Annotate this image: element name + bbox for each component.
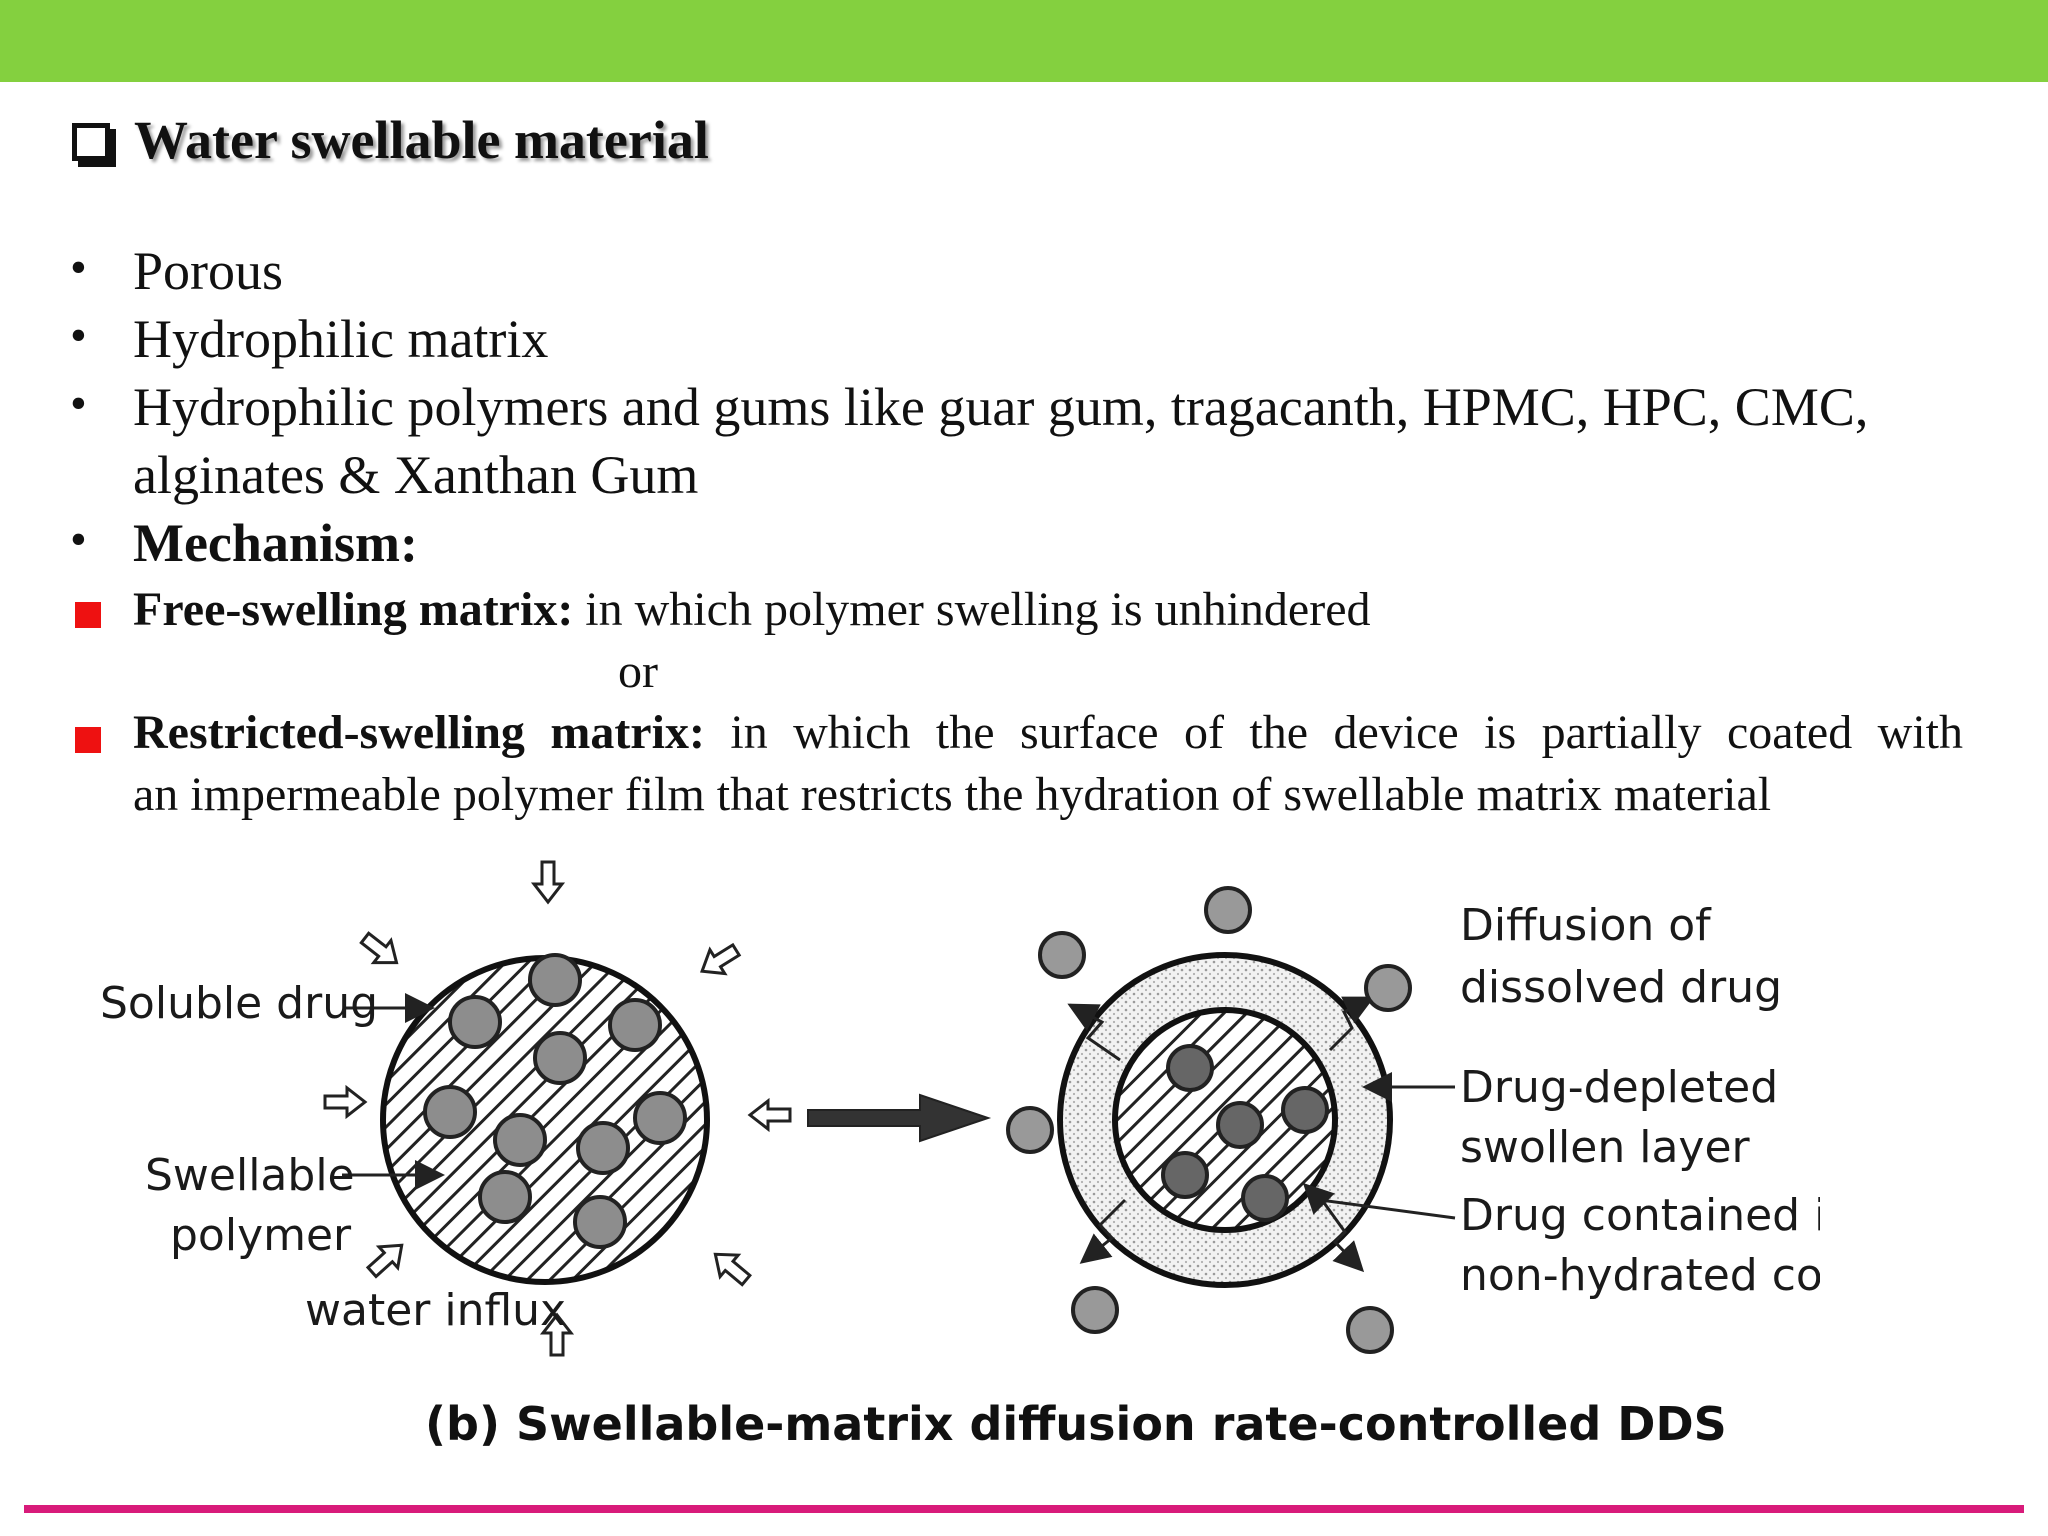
bullet-dot: • [70, 513, 87, 566]
mechanism-line: Restricted-swelling matrix: in which the… [133, 705, 1963, 760]
label-swellable: Swellable [145, 1150, 355, 1201]
bullet-list: • Porous • Hydrophilic matrix • Hydrophi… [70, 241, 1963, 821]
bullet-text: Hydrophilic matrix [133, 309, 549, 369]
checkbox-bullet-icon [72, 123, 110, 161]
bullet-dot: • [70, 241, 87, 294]
mechanism-desc: an impermeable polymer film that restric… [133, 768, 1772, 821]
bullet-text: Porous [133, 241, 284, 301]
label-diffusion-1: Diffusion of [1460, 900, 1712, 951]
mechanism-term: Free-swelling matrix: [133, 583, 574, 636]
red-square-icon [75, 727, 101, 753]
label-soluble-drug: Soluble drug [100, 978, 378, 1029]
mechanism-desc: in which the surface of the device is pa… [730, 706, 1963, 759]
released-drug-particles [1006, 886, 1412, 1354]
diagram-svg: Soluble drug Swellable polymer water inf… [100, 860, 1867, 1451]
bullet-dot: • [70, 309, 87, 362]
label-diffusion-2: dissolved drug [1460, 962, 1782, 1013]
label-depleted-2: swollen layer [1460, 1122, 1751, 1173]
swollen-matrix [1057, 952, 1393, 1288]
bullet-text: alginates & Xanthan Gum [133, 445, 699, 505]
label-water-influx: water influx [305, 1285, 566, 1336]
label-polymer: polymer [170, 1210, 352, 1261]
slide-title: Water swellable material [134, 110, 709, 170]
initial-matrix [380, 953, 710, 1285]
label-core-2: non-hydrated core [1460, 1250, 1820, 1301]
or-text: or [618, 645, 658, 698]
diagram-caption: (b) Swellable-matrix diffusion rate-cont… [425, 1397, 1727, 1451]
bullet-text: Hydrophilic polymers and gums like guar … [133, 377, 1869, 437]
top-accent-bar [0, 0, 2048, 82]
bullet-text: Mechanism: [133, 513, 418, 573]
bullet-dot: • [70, 377, 87, 430]
bottom-accent-line [24, 1505, 2024, 1513]
slide-heading: Water swellable material [72, 100, 709, 180]
mechanism-term: Restricted-swelling matrix: [133, 706, 705, 759]
red-square-icon [75, 602, 101, 628]
swellable-matrix-diagram: Soluble drug Swellable polymer water inf… [60, 840, 1867, 1485]
label-depleted-1: Drug-depleted [1460, 1062, 1778, 1113]
mechanism-desc: in which polymer swelling is unhindered [585, 583, 1371, 636]
label-core-1: Drug contained in [1460, 1190, 1820, 1241]
core-leader [1302, 1182, 1456, 1220]
transition-arrow [807, 1093, 992, 1143]
